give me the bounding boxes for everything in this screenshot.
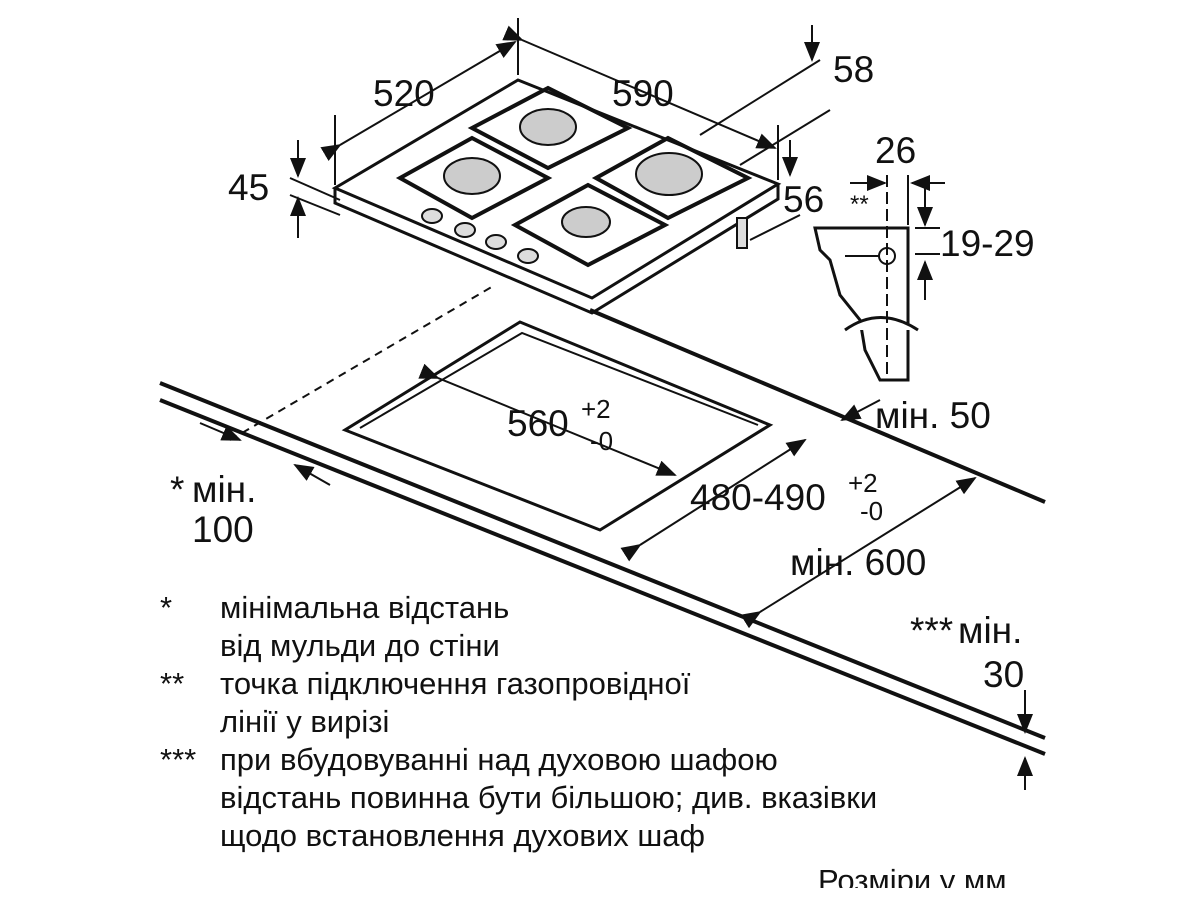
dim-19-29: 19-29: [940, 223, 1035, 264]
note-2-line-2: лінії у вирізі: [220, 704, 390, 739]
min-100-mark: *: [170, 469, 184, 510]
note-mark-2: **: [160, 666, 185, 701]
dim-45: 45: [228, 167, 269, 208]
units-footer: Розміри у мм: [818, 863, 1007, 888]
gas-hob: [331, 78, 782, 315]
burners: [443, 108, 703, 238]
dim-480-490: 480-490: [690, 477, 826, 518]
min-30-mark: ***: [910, 610, 953, 651]
control-knobs: [421, 208, 539, 264]
note-2-line-1: точка підключення газопровідної: [220, 666, 691, 701]
dim-26: 26: [875, 130, 916, 171]
dim-56: 56: [783, 179, 824, 220]
dim-58: 58: [833, 49, 874, 90]
dimension-lines: [199, 18, 1033, 790]
dim-520: 520: [373, 73, 435, 114]
tol-minus: -0: [590, 426, 613, 456]
min-100-label: мін.: [192, 469, 256, 510]
dim-560: 560: [507, 403, 569, 444]
note-1-line-1: мінімальна відстань: [220, 590, 510, 625]
min-50: мін. 50: [875, 395, 991, 436]
note-1-line-2: від мульди до стіни: [220, 628, 500, 663]
tol-minus-depth: -0: [860, 496, 883, 526]
dim-590: 590: [612, 73, 674, 114]
tol-plus: +2: [581, 394, 611, 424]
gas-connection-detail: [813, 175, 945, 382]
min-600: мін. 600: [790, 542, 926, 583]
min-100-value: 100: [192, 509, 254, 550]
min-30-label: мін.: [958, 610, 1022, 651]
note-3-line-1: при вбудовуванні над духовою шафою: [220, 742, 778, 777]
tol-plus-depth: +2: [848, 468, 878, 498]
cutout: [341, 320, 774, 532]
countertop: [159, 308, 1046, 756]
gas-connector: [736, 217, 748, 249]
note-3-line-2: відстань повинна бути більшою; див. вказ…: [220, 780, 878, 815]
note-3-line-3: щодо встановлення духових шаф: [220, 818, 705, 853]
min-30-value: 30: [983, 654, 1024, 695]
note-mark-1: *: [160, 590, 173, 625]
gas-mark: **: [850, 191, 869, 218]
note-mark-3: ***: [160, 742, 197, 777]
alignment-dashed-line: [229, 284, 496, 441]
